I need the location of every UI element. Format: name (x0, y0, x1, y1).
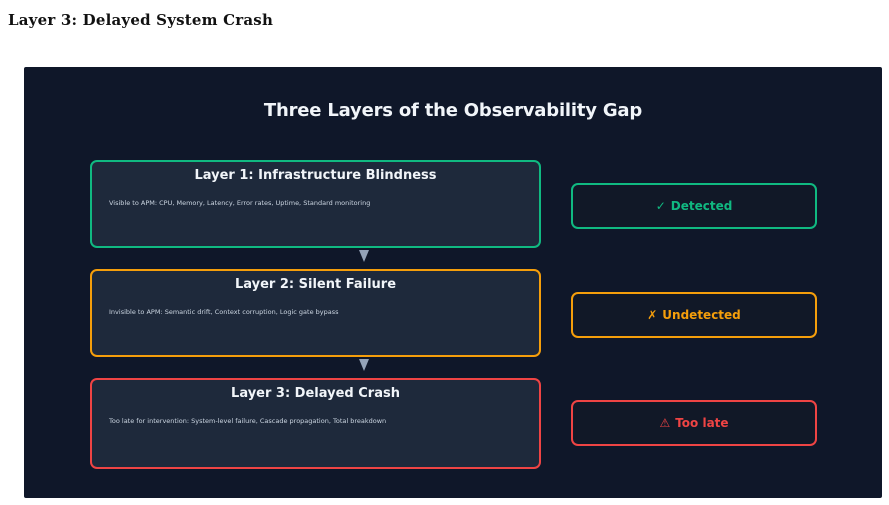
layer-1-title: Layer 1: Infrastructure Blindness (194, 168, 437, 183)
warning-icon: ⚠ (659, 416, 671, 430)
layer-3-title: Layer 3: Delayed Crash (231, 386, 400, 401)
layer-1-description: Visible to APM: CPU, Memory, Latency, Er… (109, 199, 371, 207)
layer-1-box: Layer 1: Infrastructure Blindness Visibl… (90, 160, 541, 248)
status-undetected-box: ✗ Undetected (571, 292, 817, 338)
status-detected-box: ✓ Detected (571, 183, 817, 229)
layer-2-title: Layer 2: Silent Failure (234, 277, 397, 292)
down-arrow-icon (359, 250, 369, 262)
status-undetected-label: Undetected (662, 308, 741, 322)
layer-2-box: Layer 2: Silent Failure Invisible to APM… (90, 269, 541, 357)
cross-icon: ✗ (647, 308, 658, 322)
status-too-late-label: Too late (675, 416, 729, 430)
layer-3-box: Layer 3: Delayed Crash Too late for inte… (90, 378, 541, 469)
diagram-panel: Three Layers of the Observability Gap La… (24, 67, 882, 498)
layer-2-description: Invisible to APM: Semantic drift, Contex… (109, 308, 339, 316)
diagram-title: Three Layers of the Observability Gap (263, 100, 643, 121)
layer-3-description: Too late for intervention: System-level … (109, 417, 387, 425)
checkmark-icon: ✓ (655, 199, 666, 213)
document-heading: Layer 3: Delayed System Crash (8, 11, 274, 29)
status-too-late-box: ⚠ Too late (571, 400, 817, 446)
down-arrow-icon (359, 359, 369, 371)
status-detected-label: Detected (670, 199, 733, 213)
